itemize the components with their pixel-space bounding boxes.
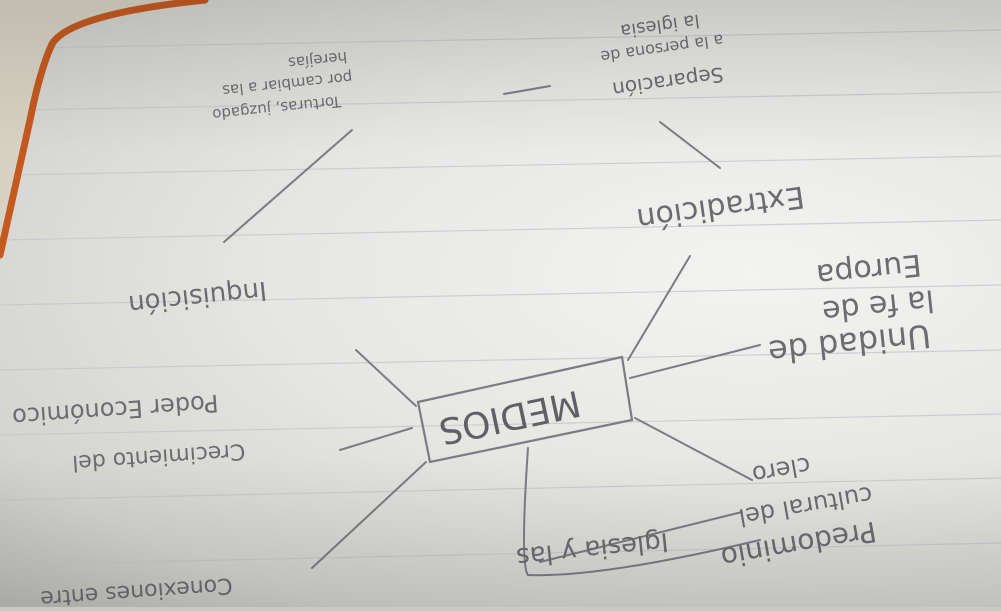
notebook-binding <box>0 0 209 259</box>
page-corner <box>0 0 170 262</box>
connectors <box>223 85 761 577</box>
center-box <box>416 355 634 464</box>
ruled-lines <box>0 29 1001 566</box>
